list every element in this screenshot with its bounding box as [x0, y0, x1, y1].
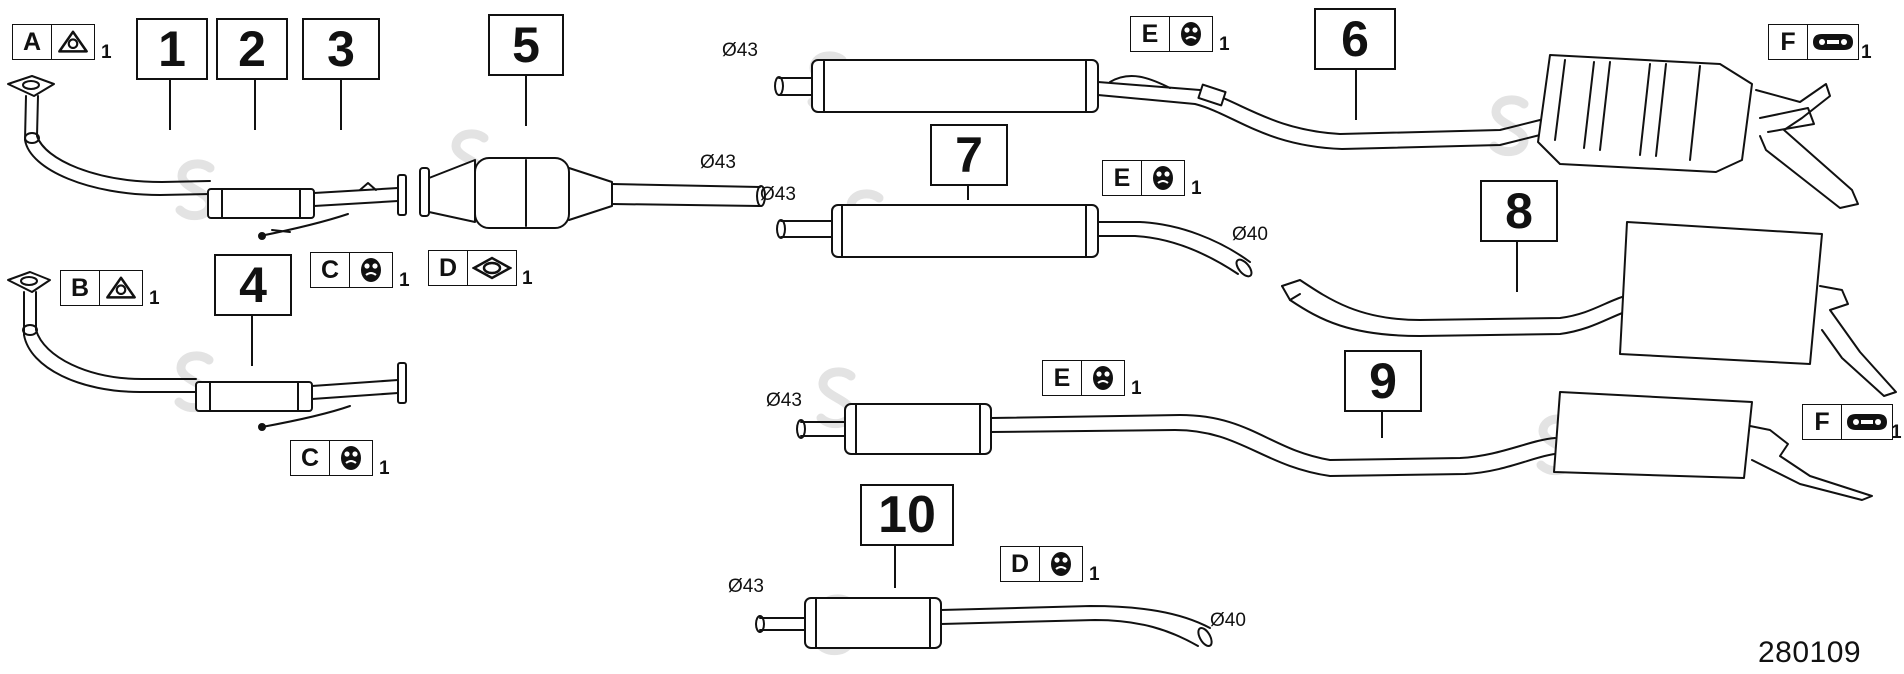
diameter-label: Ø43 [760, 184, 796, 205]
front-pipe-4 [7, 271, 407, 431]
diameter-label: Ø43 [722, 40, 758, 61]
part-code-qty: 1 [1089, 564, 1100, 585]
clamp-icon [1842, 405, 1892, 439]
leader-line-9 [1381, 410, 1383, 438]
part-code-qty: 1 [399, 270, 410, 291]
leader-line-3 [340, 78, 342, 130]
clamp-icon [1808, 25, 1858, 59]
triangle-gasket-icon [100, 271, 142, 305]
part-code-f: F [1768, 24, 1859, 60]
diameter-label: Ø40 [1210, 610, 1246, 631]
callout-3: 3 [302, 18, 380, 80]
front-pipe-1-3 [7, 75, 407, 240]
leader-line-7 [967, 184, 969, 200]
callout-10: 10 [860, 484, 954, 546]
diameter-label: Ø43 [766, 390, 802, 411]
part-code-qty: 1 [1861, 42, 1872, 63]
part-code-qty: 1 [149, 288, 160, 309]
part-code-letter: E [1131, 17, 1170, 51]
front-silencer-7 [776, 204, 1253, 278]
callout-8: 8 [1480, 180, 1558, 242]
part-code-letter: B [61, 271, 100, 305]
triangle-gasket-icon [52, 25, 94, 59]
rubber-hanger-icon [330, 441, 372, 475]
pipe-silencer-6 [774, 54, 1859, 209]
leader-line-5 [525, 74, 527, 126]
part-code-qty: 1 [1191, 178, 1202, 199]
oval-gasket-icon [468, 251, 516, 285]
part-code-qty: 1 [1131, 378, 1142, 399]
intermediate-pipe-10 [755, 597, 1213, 649]
part-code-letter: F [1803, 405, 1842, 439]
part-code-e: E [1042, 360, 1125, 396]
callout-4: 4 [214, 254, 292, 316]
leader-line-6 [1355, 68, 1357, 120]
watermark-marks [179, 56, 1657, 651]
part-code-qty: 1 [379, 458, 390, 479]
callout-5: 5 [488, 14, 564, 76]
part-code-c: C [310, 252, 393, 288]
leader-line-4 [251, 314, 253, 366]
part-code-qty: 1 [1891, 422, 1902, 443]
rubber-hanger-icon [1040, 547, 1082, 581]
leader-line-8 [1516, 240, 1518, 292]
part-code-letter: C [311, 253, 350, 287]
diameter-label: Ø43 [700, 152, 736, 173]
diameter-label: Ø40 [1232, 224, 1268, 245]
part-code-b: B [60, 270, 143, 306]
figure-number: 280109 [1758, 636, 1862, 669]
leader-line-10 [894, 544, 896, 588]
part-code-c: C [290, 440, 373, 476]
part-code-a: A [12, 24, 95, 60]
part-code-qty: 1 [522, 268, 533, 289]
part-code-letter: D [1001, 547, 1040, 581]
part-code-e: E [1130, 16, 1213, 52]
leader-line-2 [254, 78, 256, 130]
leader-line-1 [169, 78, 171, 130]
part-code-qty: 1 [101, 42, 112, 63]
part-code-f: F [1802, 404, 1893, 440]
part-code-letter: F [1769, 25, 1808, 59]
diameter-label: Ø43 [728, 576, 764, 597]
part-code-e: E [1102, 160, 1185, 196]
pipe-silencer-9 [796, 391, 1873, 501]
callout-1: 1 [136, 18, 208, 80]
callout-7: 7 [930, 124, 1008, 186]
pipe-silencer-8 [1281, 221, 1897, 397]
part-code-letter: E [1103, 161, 1142, 195]
part-code-letter: E [1043, 361, 1082, 395]
part-code-qty: 1 [1219, 34, 1230, 55]
part-code-d: D [1000, 546, 1083, 582]
part-code-d: D [428, 250, 517, 286]
callout-2: 2 [216, 18, 288, 80]
rubber-hanger-icon [350, 253, 392, 287]
part-code-letter: A [13, 25, 52, 59]
rubber-hanger-icon [1170, 17, 1212, 51]
rubber-hanger-icon [1082, 361, 1124, 395]
callout-9: 9 [1344, 350, 1422, 412]
part-code-letter: D [429, 251, 468, 285]
part-code-letter: C [291, 441, 330, 475]
callout-6: 6 [1314, 8, 1396, 70]
rubber-hanger-icon [1142, 161, 1184, 195]
catalytic-converter-5 [419, 157, 766, 229]
